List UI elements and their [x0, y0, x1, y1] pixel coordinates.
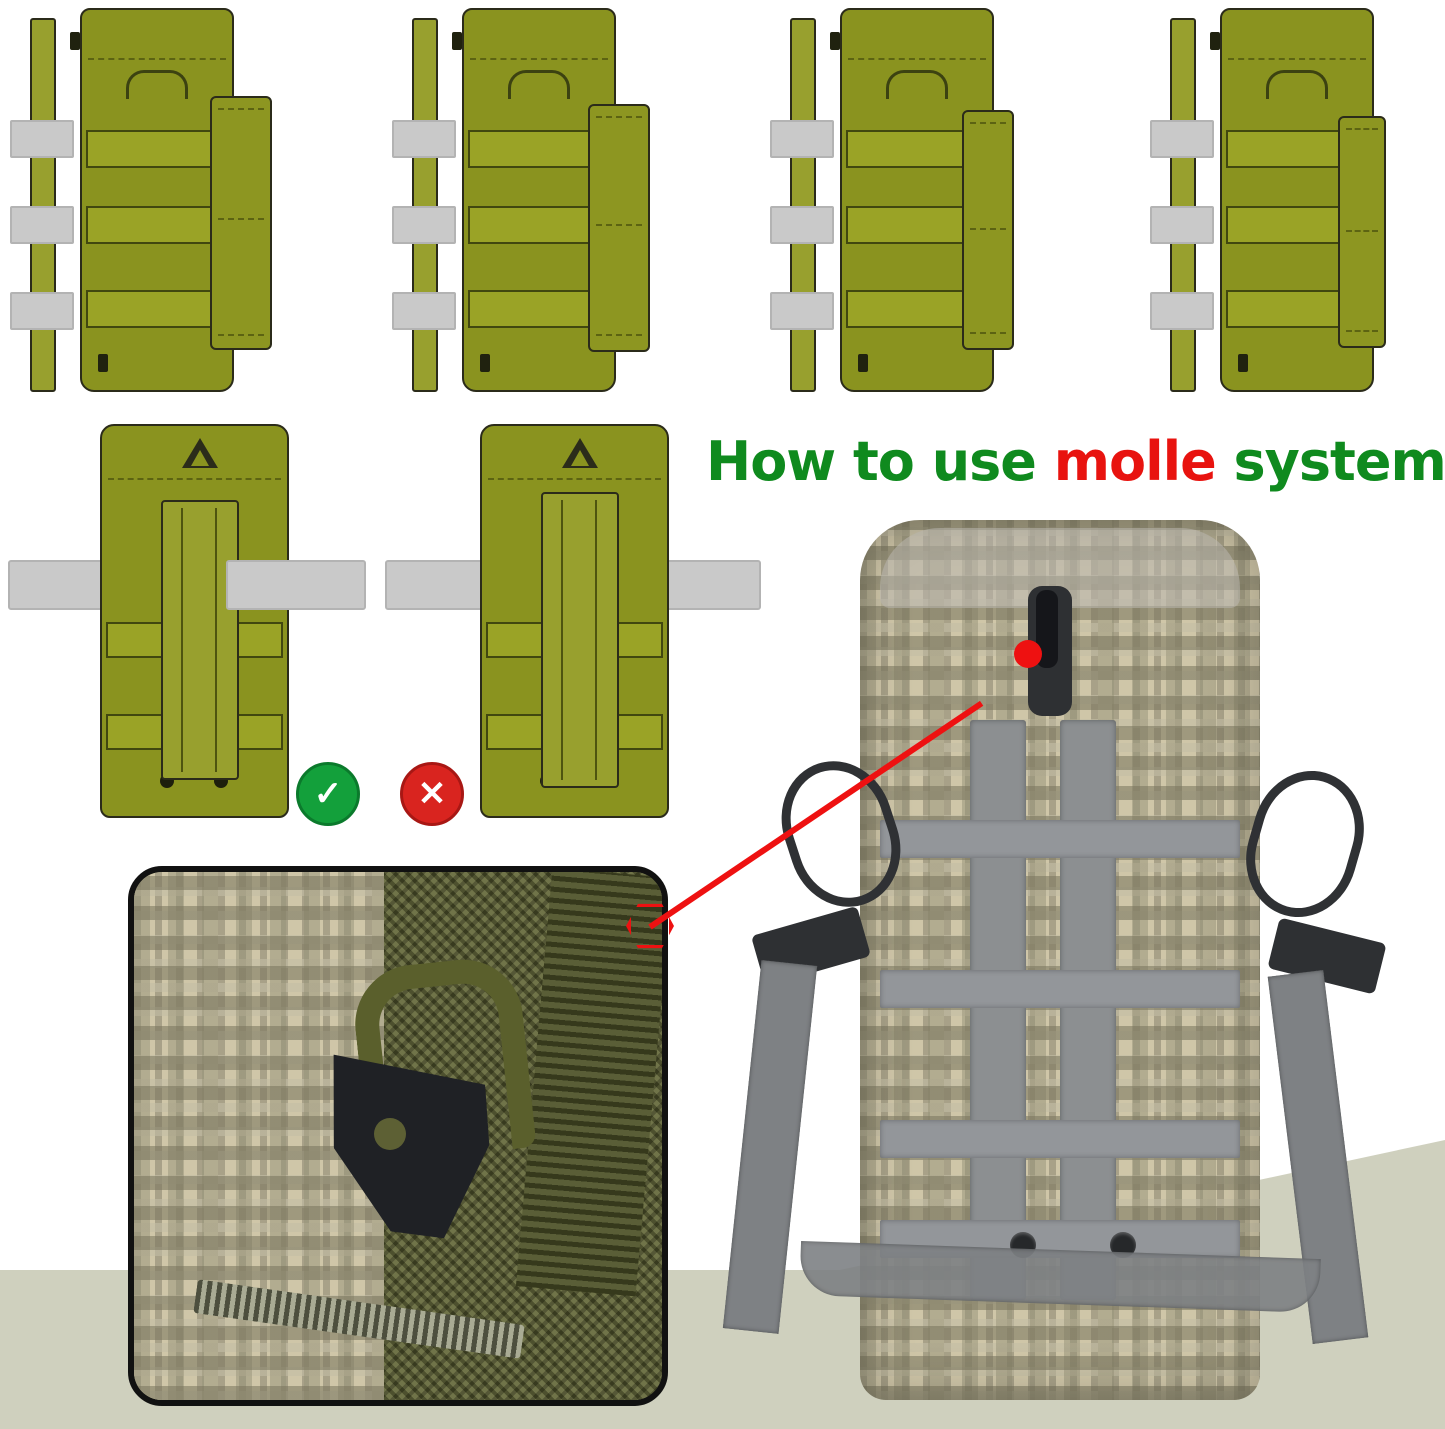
page-title: How to use molle system	[706, 430, 1445, 493]
molle-strap	[1170, 18, 1196, 392]
pouch-handle	[508, 70, 570, 99]
title-part-2: molle	[1053, 430, 1217, 493]
correct-badge: ✓	[296, 762, 360, 826]
webbing-loop	[770, 292, 834, 330]
pouch-handle	[1266, 70, 1328, 99]
pouch-handle	[886, 70, 948, 99]
webbing-panel-right	[1060, 720, 1116, 1300]
seam	[596, 224, 642, 226]
seam	[218, 108, 264, 110]
molle-strap	[790, 18, 816, 392]
side-flap	[1338, 116, 1386, 348]
molle-step-4	[1150, 8, 1386, 398]
clip	[70, 32, 80, 50]
webbing-loop	[10, 206, 74, 244]
seam	[970, 122, 1006, 124]
correct-badge-glyph: ✓	[313, 775, 343, 813]
webbing-loop	[1150, 292, 1214, 330]
belt-webbing-correct-right	[226, 560, 366, 610]
top-hook-gate	[1036, 590, 1058, 668]
strap-stitch	[595, 500, 597, 780]
molle-step-correct	[100, 424, 300, 824]
seam	[596, 116, 642, 118]
pouch-handle	[126, 70, 188, 99]
webbing-loop	[392, 206, 456, 244]
seam	[88, 58, 226, 60]
clip	[1238, 354, 1248, 372]
clip	[98, 354, 108, 372]
pouch-band	[468, 206, 610, 244]
webbing-panel-left	[970, 720, 1026, 1300]
seam	[1228, 58, 1366, 60]
webbing-loop	[770, 120, 834, 158]
pointer-hex-closeup	[626, 903, 674, 949]
seam	[488, 478, 661, 480]
seam	[1346, 330, 1378, 332]
seam	[970, 332, 1006, 334]
side-flap	[210, 96, 272, 350]
incorrect-badge: ✕	[400, 762, 464, 826]
strap-stitch	[215, 508, 217, 772]
seam	[470, 58, 608, 60]
seam	[848, 58, 986, 60]
clip	[858, 354, 868, 372]
webbing-loop	[392, 292, 456, 330]
closeup-hook-hole	[374, 1118, 406, 1150]
webbing-loop	[10, 292, 74, 330]
seam	[218, 334, 264, 336]
seam	[218, 218, 264, 220]
webbing-row	[880, 1120, 1240, 1158]
webbing-row	[880, 820, 1240, 858]
seam	[596, 334, 642, 336]
molle-step-1	[10, 8, 272, 398]
pouch-band	[86, 290, 228, 328]
logo-triangle-inner-icon	[191, 450, 209, 466]
clip	[830, 32, 840, 50]
seam	[108, 478, 281, 480]
molle-strap	[412, 18, 438, 392]
logo-triangle-inner-icon	[571, 450, 589, 466]
pouch-band	[468, 130, 610, 168]
molle-strap	[30, 18, 56, 392]
webbing-loop	[1150, 206, 1214, 244]
seam	[970, 228, 1006, 230]
webbing-loop	[392, 120, 456, 158]
clip	[480, 354, 490, 372]
strap-stitch	[181, 508, 183, 772]
center-strap	[541, 492, 619, 788]
seam	[1346, 230, 1378, 232]
incorrect-badge-glyph: ✕	[417, 775, 447, 813]
molle-step-incorrect	[480, 424, 680, 824]
clip	[1210, 32, 1220, 50]
pouch-band	[86, 130, 228, 168]
side-flap	[588, 104, 650, 352]
closeup-photo	[128, 866, 668, 1406]
strap-stitch	[561, 500, 563, 780]
center-strap	[161, 500, 239, 780]
molle-step-2	[392, 8, 650, 398]
pointer-dot-top	[1014, 640, 1042, 668]
pouch-body	[80, 8, 234, 392]
molle-step-3	[770, 8, 1014, 398]
webbing-loop	[10, 120, 74, 158]
seam	[1346, 128, 1378, 130]
pouch-band	[86, 206, 228, 244]
title-part-3: system	[1215, 430, 1445, 493]
clip	[452, 32, 462, 50]
webbing-loop	[770, 206, 834, 244]
webbing-loop	[1150, 120, 1214, 158]
webbing-row	[880, 970, 1240, 1008]
title-part-1: How to use	[706, 430, 1054, 493]
side-flap	[962, 110, 1014, 350]
